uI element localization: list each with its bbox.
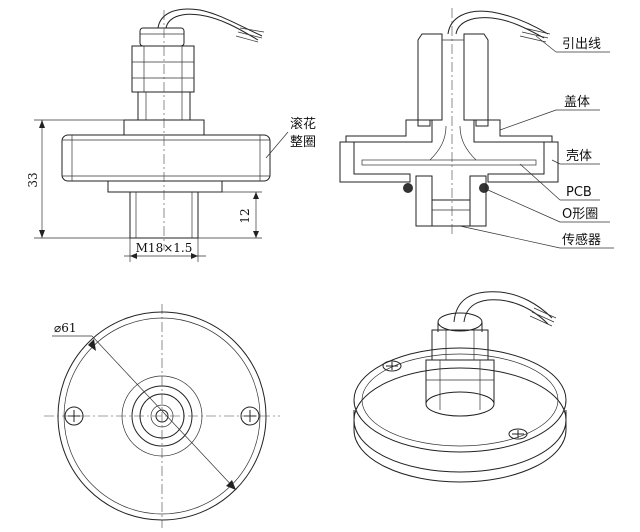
gland-body bbox=[131, 45, 195, 93]
o-ring-left bbox=[403, 183, 413, 193]
iso-gland-base bbox=[425, 391, 495, 417]
iso-screw-back bbox=[382, 360, 402, 372]
callout-cover: 盖体 bbox=[499, 95, 600, 131]
cover-section-right bbox=[473, 119, 553, 143]
dim-height-total-label: 33 bbox=[26, 172, 40, 187]
section-view: 引出线 盖体 壳体 PCB O形圈 传感器 bbox=[339, 8, 614, 249]
dim-diameter-label: ⌀61 bbox=[54, 321, 77, 335]
o-ring-label: O形圈 bbox=[562, 207, 598, 222]
cable-inner bbox=[165, 13, 259, 41]
gland-section-right bbox=[463, 33, 489, 127]
iso-gland-cap bbox=[437, 312, 483, 332]
knurl-label-line1: 滚花 bbox=[290, 116, 316, 132]
cable-outer bbox=[157, 8, 263, 37]
shell-section-left bbox=[339, 141, 411, 183]
callout-lead-wire: 引出线 bbox=[535, 35, 610, 53]
housing-lip bbox=[107, 181, 223, 193]
iso-base-chamfer bbox=[361, 353, 559, 447]
callout-sensor: 传感器 bbox=[459, 225, 614, 249]
isometric-view bbox=[353, 291, 567, 483]
shell-label: 壳体 bbox=[566, 149, 592, 164]
sensor-section-left bbox=[415, 175, 433, 227]
iso-base-bottom bbox=[353, 367, 567, 473]
sensor-label: 传感器 bbox=[562, 232, 601, 248]
dim-height-thread-label: 12 bbox=[238, 208, 252, 223]
iso-gland-nut bbox=[431, 329, 489, 360]
cover-label: 盖体 bbox=[564, 95, 590, 110]
knurl-label-line2: 整圈 bbox=[290, 135, 316, 150]
housing-body bbox=[61, 134, 271, 182]
section-cable-outer bbox=[447, 10, 549, 35]
gland-cap bbox=[139, 27, 185, 47]
pcb-board bbox=[361, 159, 537, 166]
callout-o-ring: O形圈 bbox=[487, 189, 610, 223]
section-cable-inner bbox=[455, 17, 545, 39]
front-view: 33 12 M18×1.5 滚花 整圈 bbox=[26, 8, 316, 262]
dim-diameter: ⌀61 bbox=[52, 321, 237, 491]
iso-base-top bbox=[353, 347, 567, 453]
iso-screw-front bbox=[508, 428, 528, 440]
o-ring-right bbox=[479, 183, 489, 193]
iso-cable-inner bbox=[463, 299, 549, 325]
internal-wire-right bbox=[459, 125, 477, 161]
callout-shell: 壳体 bbox=[551, 149, 600, 165]
dim-height-total: 33 bbox=[26, 119, 130, 239]
cover-section-left bbox=[345, 119, 433, 143]
pcb-label: PCB bbox=[566, 185, 592, 200]
callout-pcb: PCB bbox=[519, 163, 600, 201]
dim-height-thread: 12 bbox=[198, 191, 262, 239]
iso-base-side bbox=[353, 410, 567, 483]
knurl-callout: 滚花 整圈 bbox=[265, 116, 316, 159]
dim-thread-spec-label: M18×1.5 bbox=[136, 241, 193, 255]
bottom-view: ⌀61 bbox=[44, 304, 280, 528]
sensor-core bbox=[431, 199, 471, 227]
iso-gland-body bbox=[425, 359, 495, 404]
lead-wire-label: 引出线 bbox=[562, 37, 601, 52]
shell-section-right bbox=[487, 141, 559, 183]
internal-wire-left bbox=[429, 125, 447, 161]
gland-section-left bbox=[417, 33, 443, 127]
iso-cable-outer bbox=[453, 291, 553, 323]
dim-thread-spec: M18×1.5 bbox=[124, 238, 206, 262]
